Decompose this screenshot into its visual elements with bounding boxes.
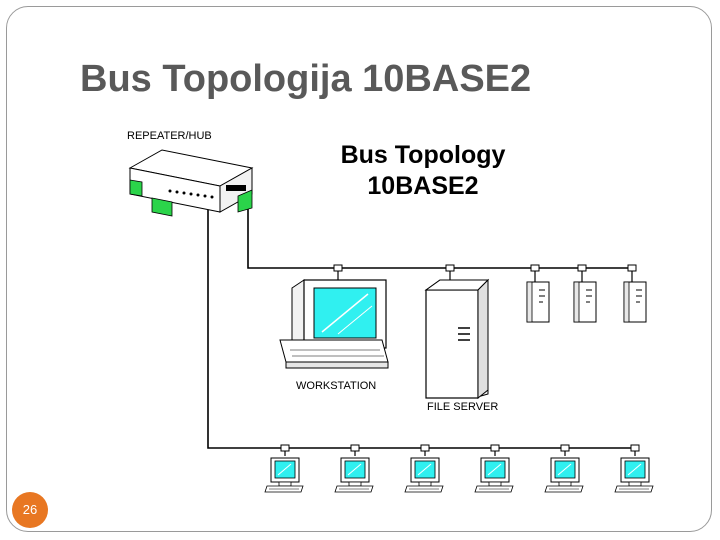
upper-bus-connectors xyxy=(333,264,637,277)
lower-bus-cable xyxy=(207,210,634,449)
slide-title: Bus Topologija 10BASE2 xyxy=(80,58,532,100)
upper-tower-1 xyxy=(526,281,550,323)
lower-workstation-5 xyxy=(544,457,584,493)
lower-workstation-2 xyxy=(334,457,374,493)
upper-bus-cable xyxy=(247,208,634,269)
slide-number-badge: 26 xyxy=(12,492,48,528)
hub-port-leds xyxy=(168,189,214,199)
lower-bus-connectors xyxy=(280,444,640,457)
repeater-hub xyxy=(128,149,254,217)
file-server-label: FILE SERVER xyxy=(427,401,499,413)
workstation xyxy=(279,279,389,369)
slide-frame xyxy=(6,6,712,532)
lower-workstation-3 xyxy=(404,457,444,493)
workstation-label: WORKSTATION xyxy=(296,380,377,392)
diagram-heading-line1: Bus Topology xyxy=(340,141,506,169)
diagram-heading: Bus Topology 10BASE2 xyxy=(318,140,528,202)
upper-tower-2 xyxy=(573,281,597,323)
diagram-heading-line2: 10BASE2 xyxy=(367,172,479,200)
lower-workstation-1 xyxy=(264,457,304,493)
file-server xyxy=(424,278,490,400)
upper-tower-3 xyxy=(623,281,647,323)
lower-workstation-4 xyxy=(474,457,514,493)
lower-workstation-6 xyxy=(614,457,654,493)
hub-label: REPEATER/HUB xyxy=(127,130,212,142)
